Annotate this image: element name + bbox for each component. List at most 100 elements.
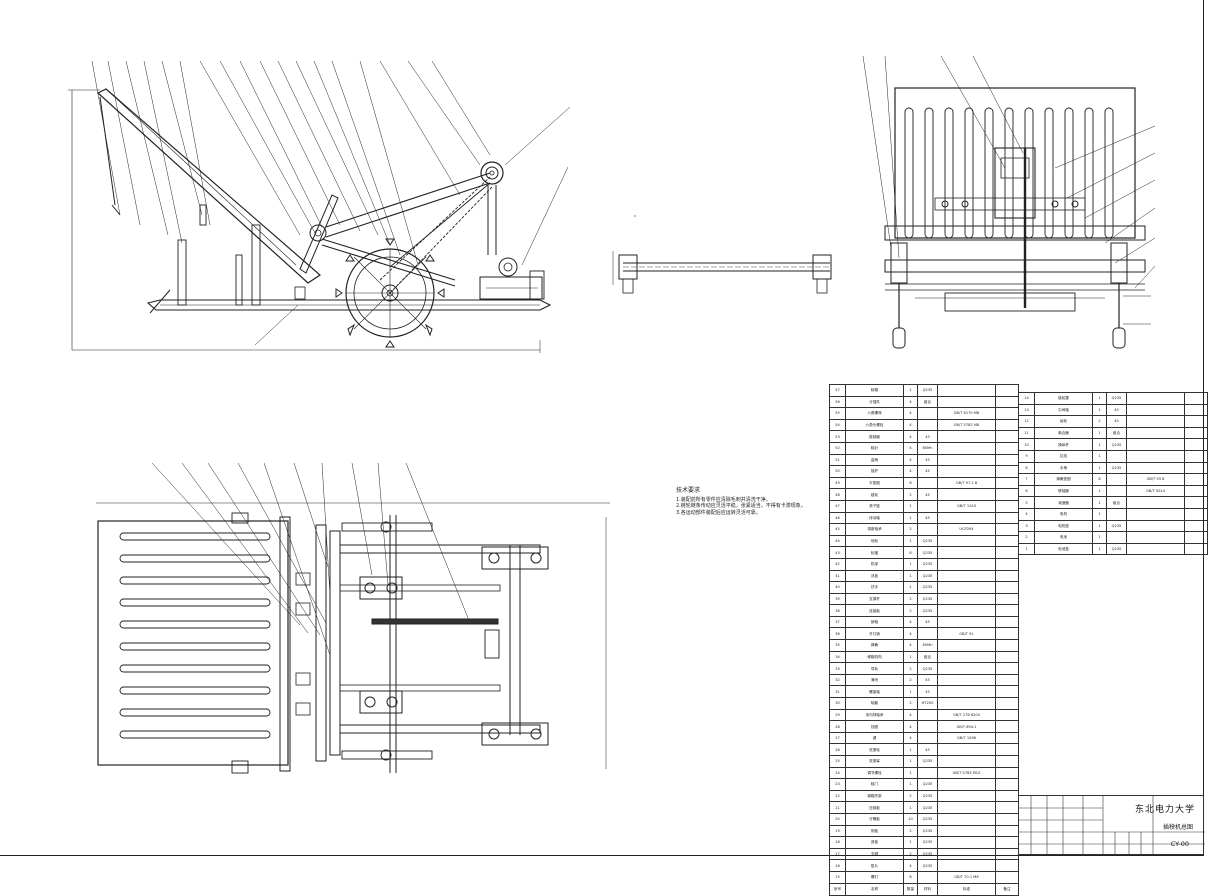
bom-cell: [1184, 449, 1208, 463]
bom-cell: [1184, 531, 1208, 544]
bom-cell: [995, 499, 1019, 513]
bom-cell: 机架: [845, 557, 904, 571]
bom-cell: 1: [903, 766, 918, 780]
side-view: [68, 60, 571, 353]
bom-cell: 联轴器: [1034, 484, 1093, 498]
bom-cell: 45: [917, 673, 938, 687]
bom-cell: [995, 523, 1019, 536]
bom-cell: 32: [829, 673, 846, 687]
bom-cell: 45: [917, 511, 938, 525]
bom-cell: 56: [829, 395, 846, 409]
bom-cell: 1: [903, 499, 918, 513]
bom-cell: [937, 488, 996, 501]
bom-cell: 4: [903, 859, 918, 872]
bom-cell: 中间轴: [1034, 403, 1093, 417]
bom-cell: Q235: [917, 604, 938, 617]
bom-cell: 1: [1092, 403, 1107, 417]
bom-cell: Q235: [917, 755, 938, 768]
bom-cell: 40: [829, 581, 846, 594]
bom-cell: [995, 766, 1019, 780]
bom-cell: [995, 441, 1019, 455]
bom-cell: 张紧轮: [845, 743, 904, 756]
bom-cell: [1184, 438, 1208, 451]
bom-cell: 1: [1092, 438, 1107, 451]
technical-notes: 技术要求 1.装配前所有零件应清除毛刺并清洗干净。 2.链轮链条传动应灵活平稳，…: [676, 487, 806, 516]
bom-cell: 支脚: [845, 847, 904, 861]
bom-cell: 10: [903, 812, 918, 826]
bom-cell: 11: [1018, 426, 1035, 440]
bom-cell: 2: [903, 592, 918, 606]
bom-cell: 4: [903, 418, 918, 432]
bom-cell: [1126, 403, 1185, 417]
bom-cell: 50: [829, 465, 846, 478]
bom-cell: [995, 755, 1019, 768]
bom-cell: [937, 789, 996, 803]
bom-cell: 支撑杆: [845, 592, 904, 606]
bom-cell: 分插件: [845, 395, 904, 409]
bom-cell: [1126, 461, 1185, 475]
bom-cell: Q235: [917, 789, 938, 803]
bom-cell: 36: [829, 627, 846, 641]
bom-cell: [1106, 507, 1127, 521]
bom-cell: [937, 395, 996, 409]
bom-cell: [937, 836, 996, 849]
bom-cell: 2: [1018, 531, 1035, 544]
bom-cell: [937, 662, 996, 675]
bom-cell: 弹簧垫圈: [1034, 473, 1093, 486]
bom-cell: 4: [903, 441, 918, 455]
bom-cell: [1106, 531, 1127, 544]
bom-cell: [995, 662, 1019, 675]
bom-cell: [937, 812, 996, 826]
bom-cell: 37: [829, 615, 846, 629]
bom-cell: 21: [829, 801, 846, 814]
bom-cell: 43: [829, 546, 846, 559]
bom-cell: 4: [1018, 507, 1035, 521]
bom-cell: [995, 847, 1019, 861]
bom-cell: 45: [917, 488, 938, 501]
bom-cell: Q235: [1106, 542, 1127, 556]
bom-cell: GB/T 6170 M8: [937, 407, 996, 420]
bom-cell: [937, 581, 996, 594]
bom-cell: 13: [1018, 403, 1035, 417]
bom-cell: Q235: [917, 801, 938, 814]
bom-cell: Q235: [917, 569, 938, 583]
bom-cell: [995, 697, 1019, 710]
bom-cell: [937, 755, 996, 768]
bom-cell: 1: [903, 511, 918, 525]
title-block-grid: [1019, 796, 1205, 856]
bom-cell: 45: [917, 685, 938, 699]
bom-header-cell: 标准: [937, 882, 996, 896]
bom-cell: 1: [1092, 519, 1107, 533]
bom-cell: 57: [829, 384, 846, 397]
bom-header-cell: 序号: [829, 882, 846, 896]
bom-cell: [1126, 531, 1185, 544]
bom-cell: [995, 720, 1019, 733]
bom-cell: 六角头螺栓: [845, 418, 904, 432]
bom-cell: 65Mn: [917, 441, 938, 455]
bom-cell: 14: [1018, 392, 1035, 405]
bom-cell: 螺旋轴: [845, 685, 904, 699]
bom-cell: 42: [829, 557, 846, 571]
bom-cell: 4: [903, 708, 918, 722]
